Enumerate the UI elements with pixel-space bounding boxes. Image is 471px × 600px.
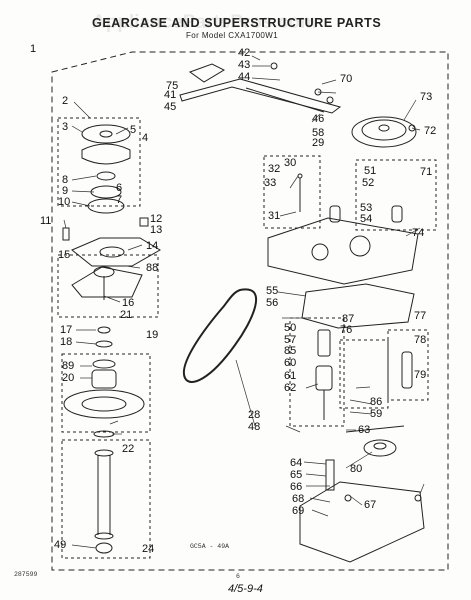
callout-65: 65: [290, 469, 302, 481]
callout-85: 85: [284, 345, 296, 357]
callout-53: 53: [360, 202, 372, 214]
callout-8: 8: [62, 174, 68, 186]
callout-14: 14: [146, 240, 158, 252]
page-subtitle: For Model CXA1700W1: [186, 31, 278, 40]
callout-44: 44: [238, 71, 250, 83]
callout-74: 74: [412, 227, 424, 239]
callout-18: 18: [60, 336, 72, 348]
callout-6: 6: [116, 182, 122, 194]
callout-12: 12: [150, 213, 162, 225]
callout-59: 59: [370, 408, 382, 420]
diagram-code: GC5A - 49A: [190, 543, 229, 550]
callout-71: 71: [420, 166, 432, 178]
gasket-group: [301, 283, 415, 329]
callout-61: 61: [284, 370, 296, 382]
callout-63: 63: [358, 424, 370, 436]
drive-belt-group: [182, 288, 258, 383]
callout-43: 43: [238, 59, 250, 71]
callout-79: 79: [414, 369, 426, 381]
callout-67: 67: [364, 499, 376, 511]
callout-86: 86: [370, 396, 382, 408]
callout-41: 41: [164, 89, 176, 101]
brake-assembly-group: [57, 117, 161, 267]
callout-50: 50: [284, 322, 296, 334]
callout-29: 29: [312, 137, 324, 149]
callout-31: 31: [268, 210, 280, 222]
callout-55: 55: [266, 285, 278, 297]
handwritten-note: 4/5-9-4: [228, 583, 263, 595]
callout-22: 22: [122, 443, 134, 455]
assembly-outer-border: [51, 51, 449, 571]
leader-lines: [63, 55, 425, 549]
callout-89: 89: [62, 360, 74, 372]
callout-48: 48: [248, 421, 260, 433]
linkage-group: [179, 62, 342, 114]
callout-15: 15: [58, 249, 70, 261]
callout-4: 4: [142, 132, 148, 144]
callout-24: 24: [142, 543, 154, 555]
callout-42: 42: [238, 47, 250, 59]
callout-62: 62: [284, 382, 296, 394]
callout-54: 54: [360, 213, 372, 225]
callout-56: 56: [266, 297, 278, 309]
callout-88: 88: [146, 262, 158, 274]
callout-66: 66: [290, 481, 302, 493]
callout-72: 72: [424, 125, 436, 137]
print-code: 287599: [14, 571, 38, 578]
callout-57: 57: [284, 334, 296, 346]
callout-78: 78: [414, 334, 426, 346]
callout-33: 33: [264, 177, 276, 189]
callout-75: 75: [166, 80, 178, 92]
page-number: 6: [236, 573, 240, 580]
callout-32: 32: [268, 163, 280, 175]
callout-labels: 1 2 3 4 5 6 7 8 9 10 11 12 13 14 15 16 1…: [30, 43, 436, 555]
agitator-shaft-group: [61, 439, 151, 559]
pulley-assembly-group: [61, 353, 151, 438]
pinion-shifter-group: [289, 317, 429, 427]
gearcase-cover-group: [263, 155, 437, 285]
callout-69: 69: [292, 505, 304, 517]
callout-30: 30: [284, 157, 296, 169]
callout-46: 46: [312, 113, 324, 125]
callout-3: 3: [62, 121, 68, 133]
callout-60: 60: [284, 357, 296, 369]
callout-19: 19: [146, 329, 158, 341]
callout-13: 13: [150, 224, 162, 236]
callout-49: 49: [54, 539, 66, 551]
callout-51: 51: [364, 165, 376, 177]
callout-9: 9: [62, 185, 68, 197]
callout-10: 10: [58, 196, 70, 208]
callout-87: 87: [342, 313, 354, 325]
callout-52: 52: [362, 177, 374, 189]
watermark-text: AppliancePartsPros.com: [92, 12, 317, 33]
callout-70: 70: [340, 73, 352, 85]
callout-28: 28: [248, 409, 260, 421]
gearcase-base-group: [299, 425, 425, 563]
transmission-pulley-group: [351, 116, 417, 148]
page-title: GEARCASE AND SUPERSTRUCTURE PARTS: [92, 16, 381, 30]
callout-1: 1: [30, 43, 36, 55]
callout-77: 77: [414, 310, 426, 322]
callout-58: 58: [312, 127, 324, 139]
callout-2: 2: [62, 95, 68, 107]
callout-5: 5: [130, 124, 136, 136]
callout-64: 64: [290, 457, 302, 469]
callout-45: 45: [164, 101, 176, 113]
callout-80: 80: [350, 463, 362, 475]
callout-21: 21: [120, 309, 132, 321]
callout-76: 76: [340, 324, 352, 336]
callout-20: 20: [62, 372, 74, 384]
callout-16: 16: [122, 297, 134, 309]
callout-68: 68: [292, 493, 304, 505]
drive-pulley-group: [57, 254, 159, 348]
callout-11: 11: [40, 215, 51, 227]
callout-73: 73: [420, 91, 432, 103]
callout-7: 7: [116, 194, 122, 206]
callout-17: 17: [60, 324, 72, 336]
